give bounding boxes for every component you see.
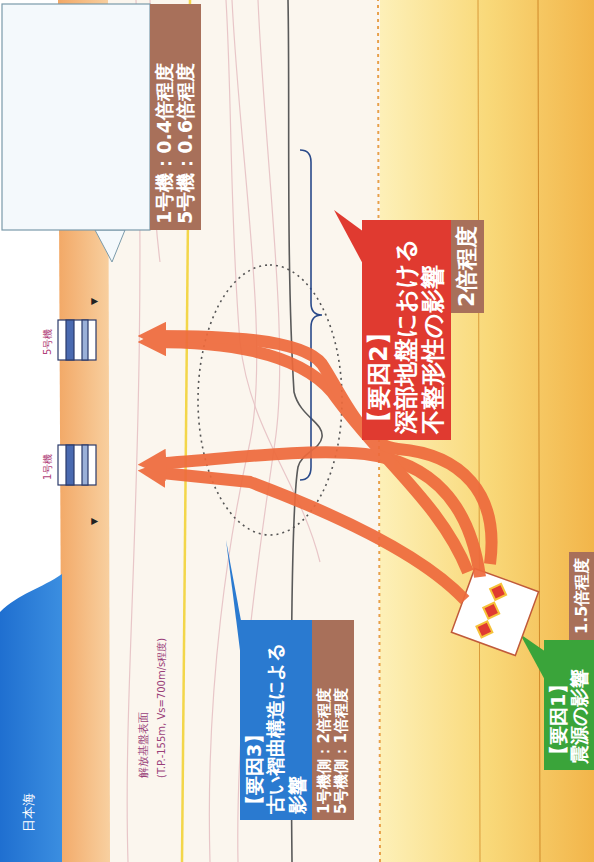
callout-text: 1.5倍程度 xyxy=(573,558,591,634)
callout-text: 【要因1】 xyxy=(548,646,569,764)
ratio-box: 1号機：0.4倍程度5号機：0.6倍程度 xyxy=(150,4,201,230)
factor-callout: 【要因3】古い褶曲構造による影響 xyxy=(240,620,312,820)
diagram-label: 5号機 xyxy=(42,329,53,355)
callout-text: 1号機：0.4倍程度 xyxy=(154,10,175,224)
callout-text: 【要因2】 xyxy=(366,226,393,434)
callout-text: 2倍程度 xyxy=(455,226,480,307)
callout-text: 震源の影響 xyxy=(569,646,590,764)
diagram-label: (T.P.-155m, Vs=700m/s程度) xyxy=(156,638,167,778)
diagram-label: 1号機 xyxy=(42,454,53,480)
callout-text: 【要因3】 xyxy=(244,626,265,814)
ratio-box: 1号機側：2倍程度5号機側：1倍程度 xyxy=(312,620,354,820)
factor-callout: 【要因2】深部地盤における不整形性の影響 xyxy=(362,220,451,440)
callout-text: 5号機：0.6倍程度 xyxy=(175,10,196,224)
ratio-box: 1.5倍程度 xyxy=(569,552,594,640)
callout-text: 5号機側：1倍程度 xyxy=(333,626,350,814)
factor-callout: 【要因1】震源の影響 xyxy=(544,640,594,770)
diagram-label: 日本海 xyxy=(22,793,36,832)
callout-text: 1号機側：2倍程度 xyxy=(316,626,333,814)
diagram-label: ▼ xyxy=(90,298,100,305)
callout-text: 深部地盤における不整形性の影響 xyxy=(393,226,447,434)
diagram-label: 解放基盤表面 xyxy=(138,712,150,778)
diagram-label: ▼ xyxy=(90,518,100,525)
ratio-box: 2倍程度 xyxy=(451,220,484,313)
callout-text: 古い褶曲構造による影響 xyxy=(265,626,308,814)
